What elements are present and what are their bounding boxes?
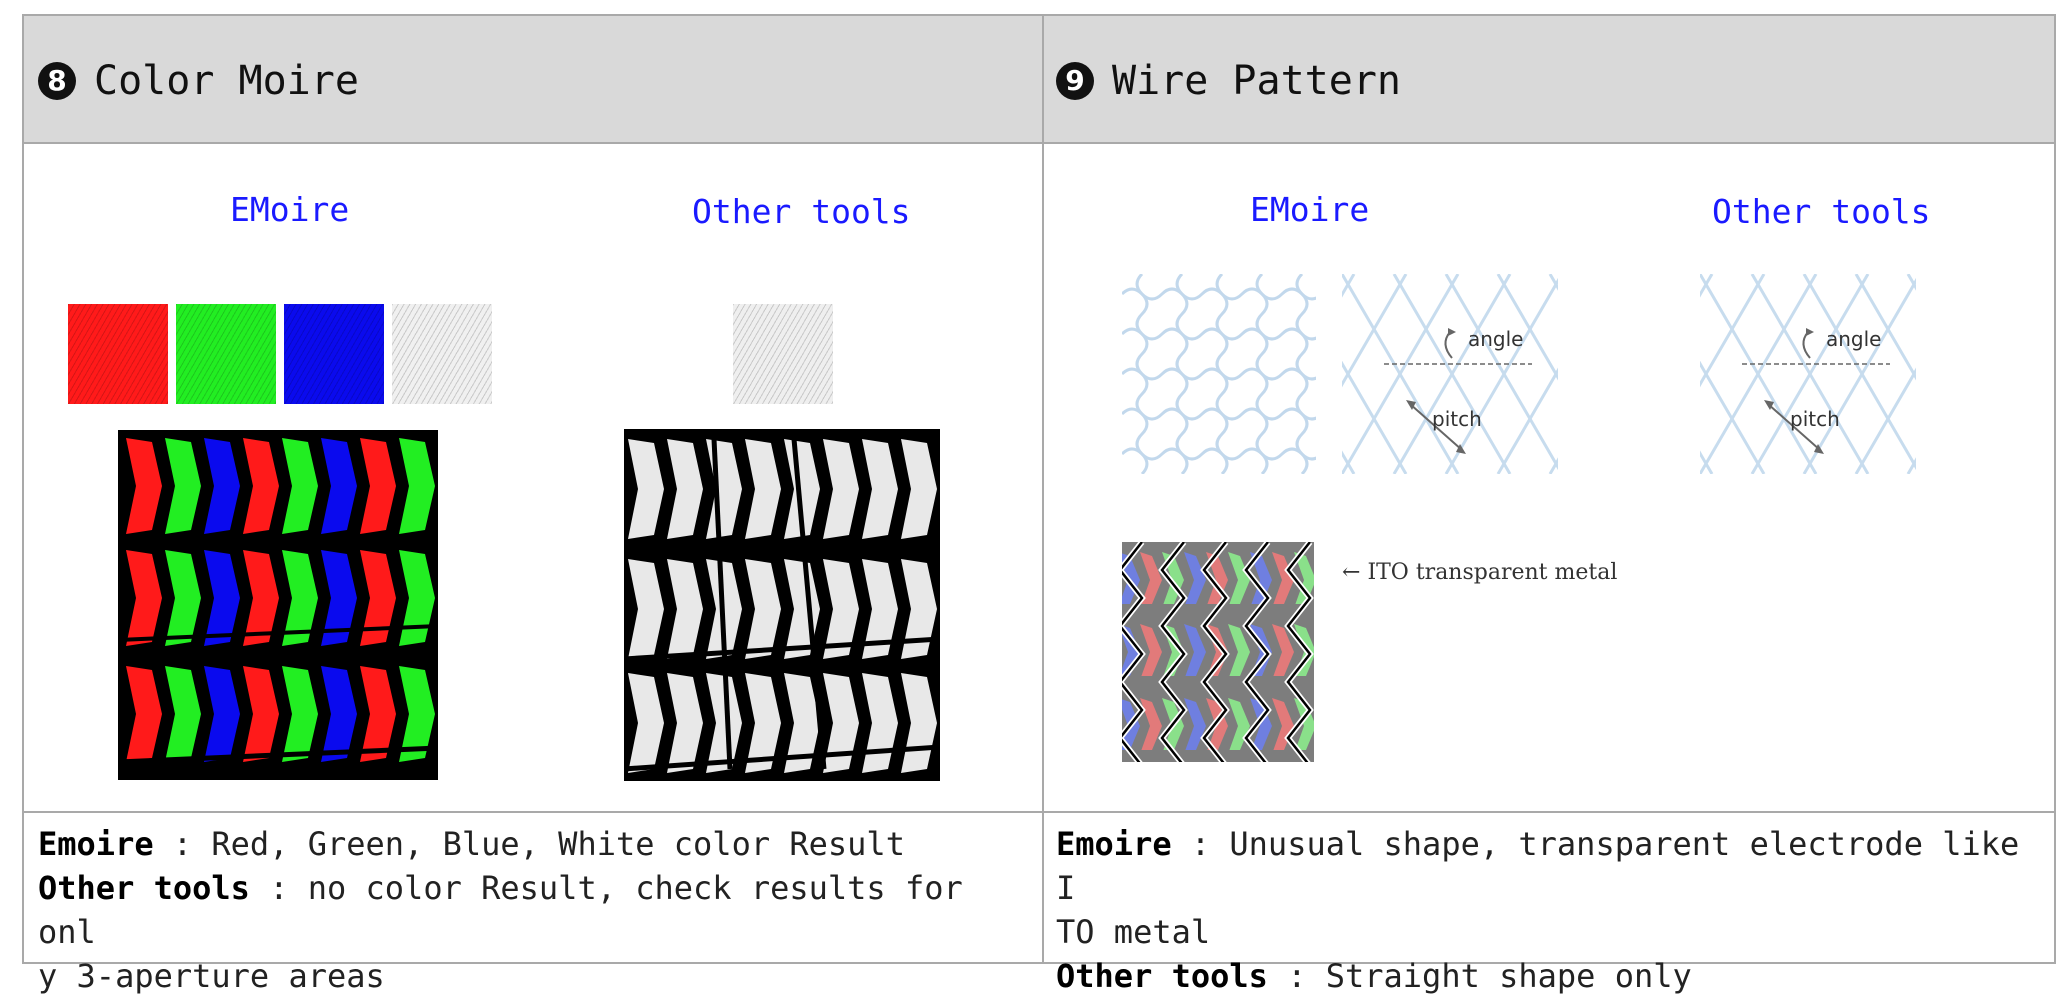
blue-swatch xyxy=(284,304,384,404)
emoire-color-aperture-image xyxy=(118,430,438,780)
red-swatch xyxy=(68,304,168,404)
section-title-text: Wire Pattern xyxy=(1112,58,1401,104)
other-tools-label: Other tools xyxy=(1712,192,1931,231)
emoire-key: Emoire xyxy=(1056,825,1172,863)
header-cell-color-moire xyxy=(24,16,1042,142)
gray-swatch xyxy=(733,304,833,404)
angle-label: angle xyxy=(1826,327,1882,351)
pitch-label: pitch xyxy=(1790,407,1840,431)
green-swatch xyxy=(176,304,276,404)
number-badge: 9 xyxy=(1056,62,1094,100)
white-swatch xyxy=(392,304,492,404)
section-title-wire-pattern: 9 Wire Pattern xyxy=(1056,58,1401,104)
other-tools-text: : Straight shape only xyxy=(1267,957,1692,995)
description-color-moire: Emoire : Red, Green, Blue, White color R… xyxy=(38,822,1034,998)
description-wire-pattern: Emoire : Unusual shape, transparent elec… xyxy=(1056,822,2052,998)
ito-note-text: ITO transparent metal xyxy=(1367,560,1618,585)
arrow-left-icon: ← xyxy=(1342,560,1361,585)
header-cell-wire-pattern xyxy=(1044,16,2054,142)
comparison-table: 8 Color Moire 9 Wire Pattern EMoire Other … xyxy=(22,14,2056,995)
other-tools-key: Other tools xyxy=(1056,957,1268,995)
wavy-mesh-pattern-image xyxy=(1122,274,1316,474)
diamond-mesh-diagram-emoire: angle pitch xyxy=(1342,274,1558,474)
angle-label: angle xyxy=(1468,327,1524,351)
emoire-label: EMoire xyxy=(1250,190,1370,229)
divider-description xyxy=(24,811,2054,813)
other-tools-aperture-image xyxy=(624,429,940,781)
other-tools-label: Other tools xyxy=(692,192,911,231)
emoire-key: Emoire xyxy=(38,825,154,863)
ito-note: ← ITO transparent metal xyxy=(1342,560,1617,585)
other-tools-key: Other tools xyxy=(38,869,250,907)
ito-transparent-metal-image xyxy=(1122,542,1314,762)
divider-header xyxy=(24,142,2054,144)
emoire-text: : Unusual shape, transparent electrode l… xyxy=(1056,825,2020,951)
emoire-text: : Red, Green, Blue, White color Result xyxy=(153,825,905,863)
diamond-mesh-diagram-other: angle pitch xyxy=(1700,274,1916,474)
pitch-label: pitch xyxy=(1432,407,1482,431)
section-title-text: Color Moire xyxy=(94,58,359,104)
section-title-color-moire: 8 Color Moire xyxy=(38,58,359,104)
emoire-label: EMoire xyxy=(230,190,350,229)
number-badge: 8 xyxy=(38,62,76,100)
divider-vertical xyxy=(1042,16,1044,962)
